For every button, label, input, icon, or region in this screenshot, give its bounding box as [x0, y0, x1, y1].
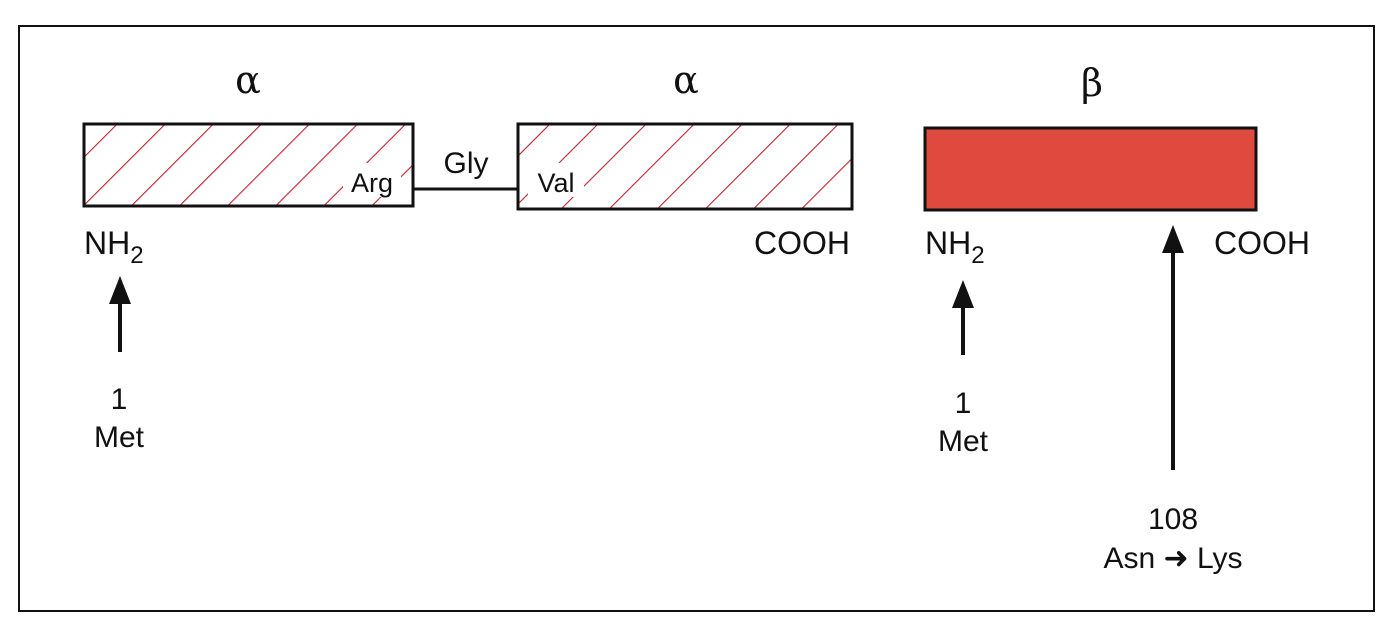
alpha-label-1: α: [235, 58, 261, 102]
val-label-bg: [528, 163, 584, 197]
arg-residue-label: Arg: [351, 168, 393, 198]
mutation-to: Lys: [1197, 542, 1243, 575]
beta-n-terminus-subscript: 2: [971, 242, 984, 269]
beta-c-terminus: COOH: [1214, 225, 1310, 261]
beta-start-arrow: [952, 280, 974, 355]
mutation-arrow-glyph: ➜: [1163, 542, 1188, 575]
mutation-position: 108: [1148, 503, 1198, 536]
alpha-n-terminus-subscript: 2: [130, 242, 143, 269]
val-residue-label: Val: [537, 168, 574, 198]
alpha-n-terminus: NH2: [84, 225, 144, 269]
alpha-start-residue-number: 1: [111, 383, 128, 416]
beta-start-residue-number: 1: [955, 387, 972, 420]
alpha-start-residue-name: Met: [94, 421, 145, 454]
beta-label: β: [1081, 61, 1103, 105]
mutation-from: Asn: [1103, 542, 1155, 575]
arg-label-bg: [343, 163, 401, 197]
alpha-start-arrow: [109, 276, 131, 352]
alpha-c-terminus: COOH: [754, 225, 850, 261]
beta-n-terminus: NH2: [925, 225, 985, 269]
beta-start-residue-name: Met: [938, 425, 989, 458]
mutation-description: Asn ➜ Lys: [1103, 542, 1242, 575]
beta-mutation-arrow: [1162, 225, 1184, 470]
gly-linker-label: Gly: [444, 147, 489, 180]
beta-chain-box: [923, 126, 1258, 212]
alpha-label-2: α: [673, 58, 699, 102]
